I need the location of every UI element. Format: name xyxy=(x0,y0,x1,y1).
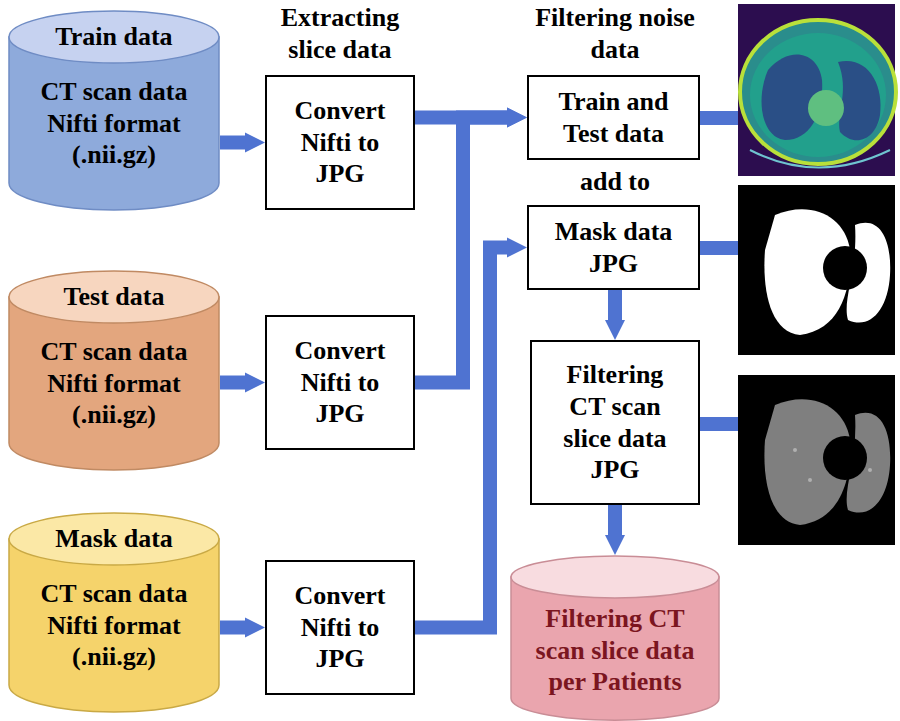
vessel-dot xyxy=(793,448,797,452)
lung-right xyxy=(838,61,881,140)
heart xyxy=(808,90,844,126)
heart-cutout xyxy=(823,246,867,290)
flow-note: add to xyxy=(555,166,675,198)
cylinder-heading: Train data xyxy=(24,10,204,64)
column-heading: Filtering noise data xyxy=(530,2,700,65)
process-box: Convert Nifti to JPG xyxy=(265,315,415,450)
ct-slice-image xyxy=(738,4,896,176)
cylinder-cap xyxy=(9,11,219,63)
node-text: Filtering CT scan slice data per Patient… xyxy=(524,603,706,698)
node-text: Filtering CT scan slice data JPG xyxy=(552,359,678,486)
data-cylinder: Test data CT scan data Nifti format (.nii… xyxy=(8,270,220,470)
process-box: Convert Nifti to JPG xyxy=(265,75,415,210)
link-stub xyxy=(700,417,740,431)
heart-cutout xyxy=(823,436,867,480)
data-cylinder: Train data CT scan data Nifti format (.ni… xyxy=(8,10,220,210)
process-box: Convert Nifti to JPG xyxy=(265,560,415,695)
image-ground xyxy=(738,4,895,176)
flow-arrow xyxy=(608,290,622,320)
image-ground xyxy=(738,375,895,545)
flow-arrow xyxy=(220,136,245,150)
cylinder-cap xyxy=(511,556,719,598)
lung-mask-image xyxy=(738,185,895,355)
flow-arrow xyxy=(220,376,245,390)
cylinder-heading: Test data xyxy=(24,270,204,324)
vessel-dot xyxy=(868,468,872,472)
flow-arrow xyxy=(220,621,245,635)
flow-arrow xyxy=(415,248,507,628)
node-text: Convert Nifti to JPG xyxy=(281,580,399,675)
body-tissue xyxy=(750,33,886,157)
cylinder-cap xyxy=(9,513,219,565)
image-ground xyxy=(738,185,895,355)
process-box: Train and Test data xyxy=(527,75,700,160)
output-cylinder: Filtering CT scan slice data per Patient… xyxy=(510,555,720,720)
node-text: CT scan data Nifti format (.nii.gz) xyxy=(24,76,204,171)
link-stub xyxy=(700,111,740,125)
node-text: Train and Test data xyxy=(543,86,684,149)
flow-arrow xyxy=(608,505,622,535)
scanner-table xyxy=(750,150,890,168)
link-stub xyxy=(700,241,740,255)
node-text: CT scan data Nifti format (.nii.gz) xyxy=(24,336,204,431)
vessel-dot xyxy=(808,478,812,482)
filtered-slice-image xyxy=(738,375,895,545)
cylinder-heading: Mask data xyxy=(24,512,204,566)
body-outline xyxy=(740,20,896,164)
cylinder-cap xyxy=(9,271,219,323)
process-box: Filtering CT scan slice data JPG xyxy=(530,340,700,505)
node-text: Convert Nifti to JPG xyxy=(281,335,399,430)
column-heading: Extracting slice data xyxy=(255,2,425,65)
node-text: Mask data JPG xyxy=(543,216,684,279)
node-text: Convert Nifti to JPG xyxy=(281,95,399,190)
node-text: CT scan data Nifti format (.nii.gz) xyxy=(24,578,204,673)
data-cylinder: Mask data CT scan data Nifti format (.nii… xyxy=(8,512,220,712)
process-box: Mask data JPG xyxy=(527,205,700,290)
